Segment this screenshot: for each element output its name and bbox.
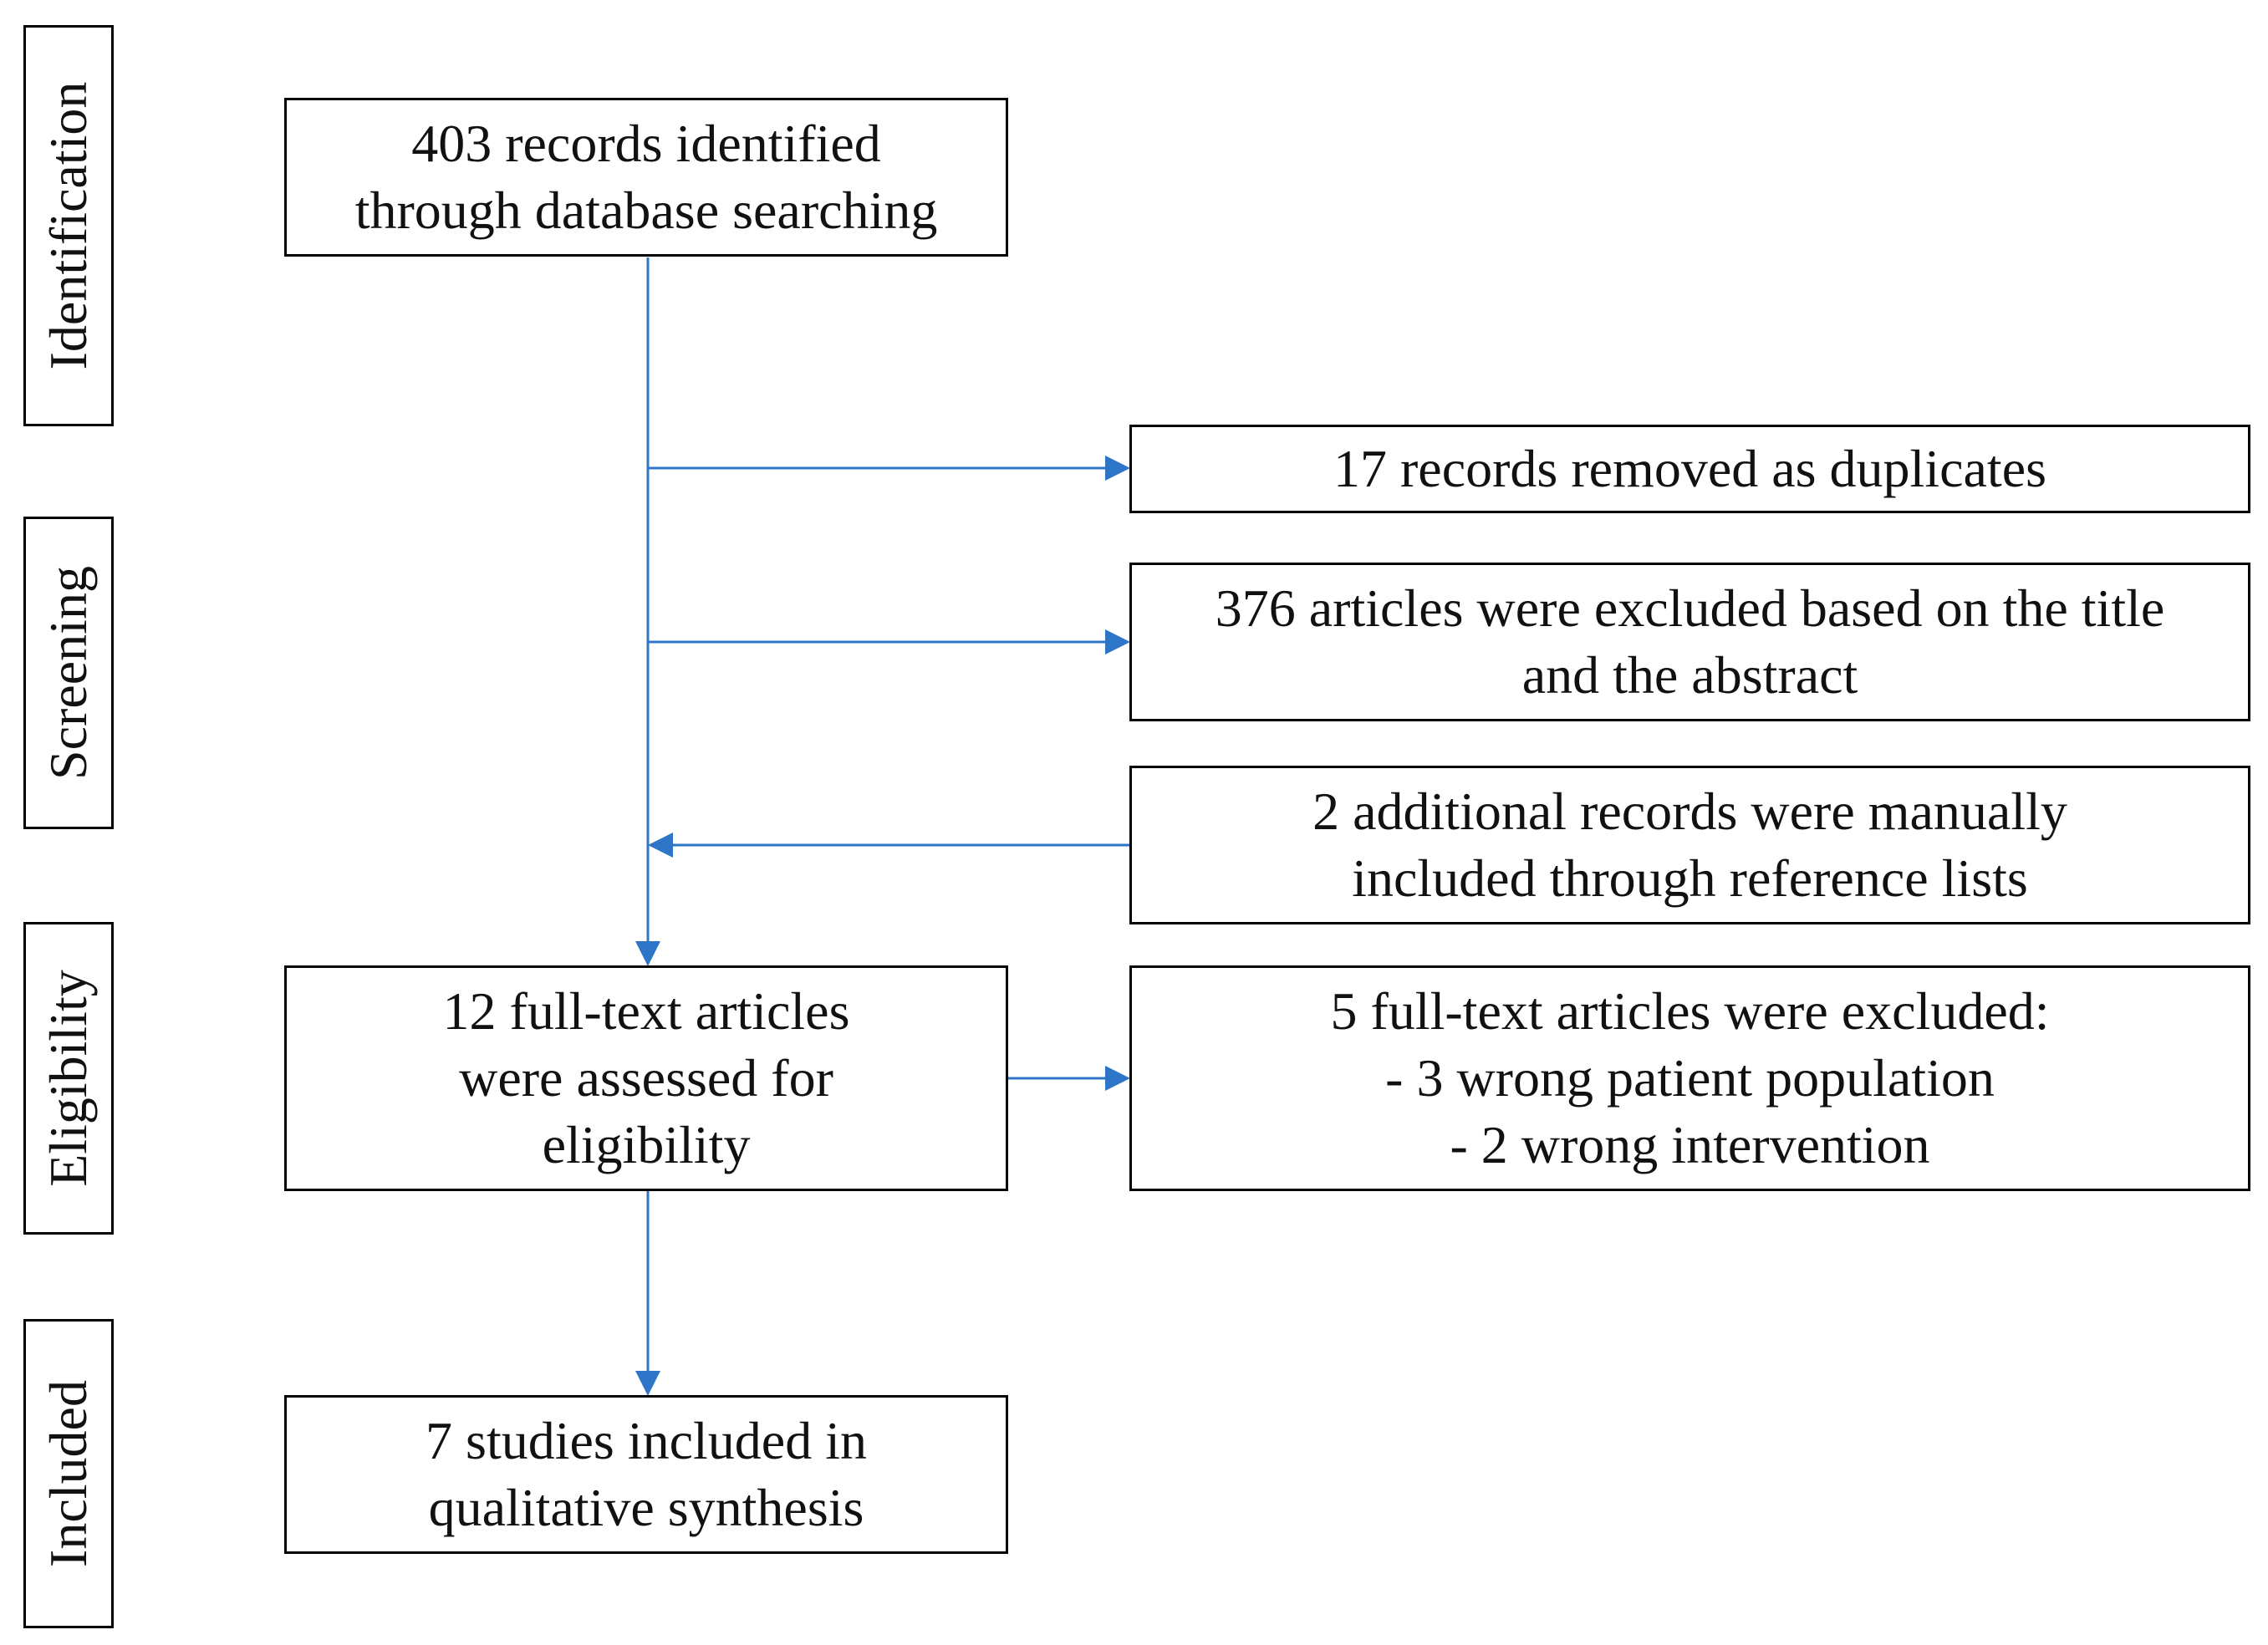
records-identified-box: 403 records identified through database … — [284, 98, 1008, 257]
duplicates-removed-line1: 17 records removed as duplicates — [1333, 439, 2047, 498]
phase-screening-box: Screening — [23, 517, 114, 829]
full-text-excluded-line2: - 3 wrong patient population — [1385, 1048, 1995, 1108]
excluded-title-abstract-line1: 376 articles were excluded based on the … — [1215, 578, 2165, 638]
manual-included-line1: 2 additional records were manually — [1312, 782, 2067, 841]
manual-included-box: 2 additional records were manually inclu… — [1129, 766, 2250, 924]
studies-included-line1: 7 studies included in — [426, 1411, 867, 1470]
manual-included-line2: included through reference lists — [1352, 848, 2028, 908]
full-text-excluded-line3: - 2 wrong intervention — [1450, 1115, 1930, 1174]
phase-included-box: Included — [23, 1319, 114, 1628]
full-text-assessed-line1: 12 full-text articles — [442, 981, 850, 1041]
records-identified-line2: through database searching — [354, 181, 938, 240]
excluded-title-abstract-box: 376 articles were excluded based on the … — [1129, 563, 2250, 721]
full-text-excluded-line1: 5 full-text articles were excluded: — [1330, 981, 2050, 1041]
records-identified-line1: 403 records identified — [411, 114, 881, 173]
studies-included-line2: qualitative synthesis — [428, 1478, 864, 1537]
duplicates-removed-box: 17 records removed as duplicates — [1129, 425, 2250, 513]
studies-included-box: 7 studies included in qualitative synthe… — [284, 1395, 1008, 1554]
excluded-title-abstract-line2: and the abstract — [1521, 645, 1858, 705]
full-text-assessed-line2: were assessed for — [459, 1048, 833, 1108]
full-text-assessed-line3: eligibility — [542, 1115, 751, 1174]
phase-identification-box: Identification — [23, 25, 114, 426]
full-text-assessed-box: 12 full-text articles were assessed for … — [284, 965, 1008, 1191]
phase-eligibility-box: Eligibility — [23, 922, 114, 1235]
full-text-excluded-box: 5 full-text articles were excluded: - 3 … — [1129, 965, 2250, 1191]
